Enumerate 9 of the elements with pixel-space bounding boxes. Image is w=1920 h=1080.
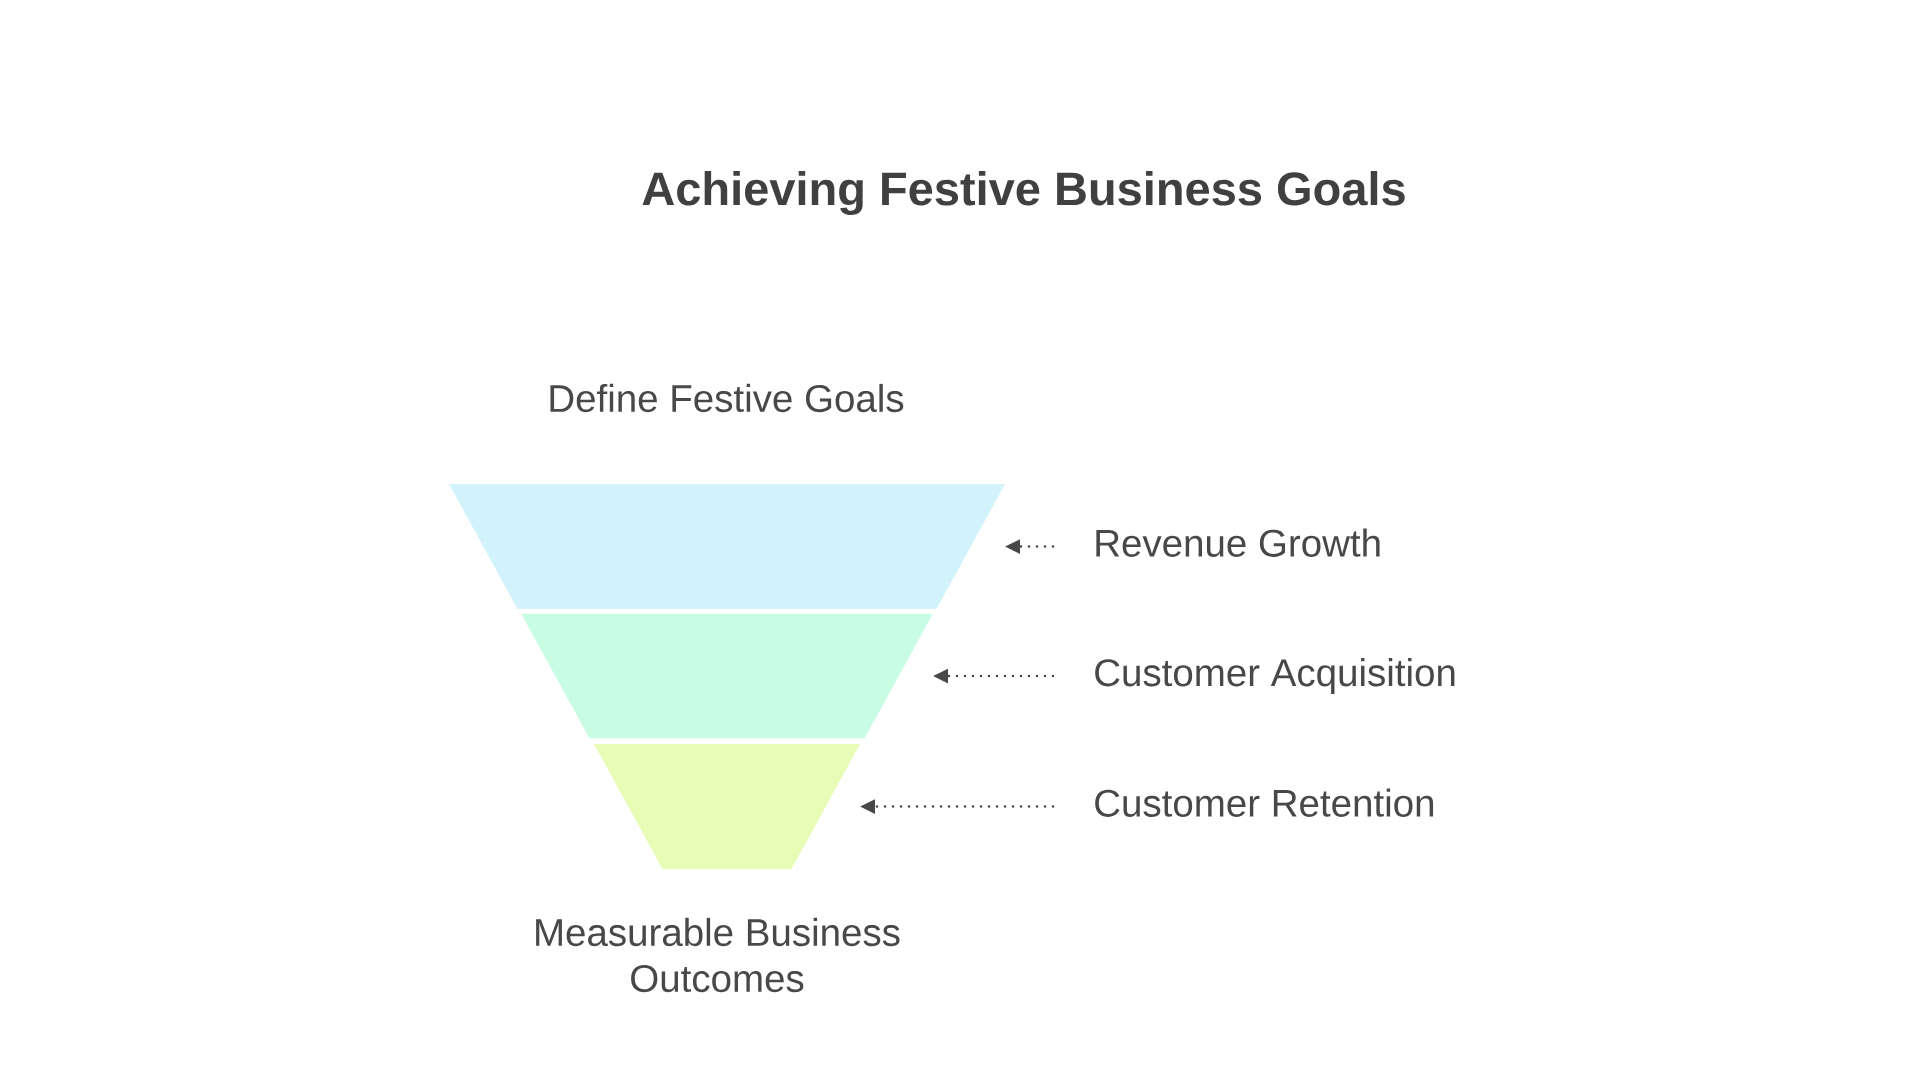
goal-label: Customer Retention [1095,788,1433,817]
funnel-band [521,613,933,739]
funnel-band [449,484,1005,609]
goal-label: Revenue Growth [1096,528,1380,557]
funnel-label: Measurable Business Outcomes [536,917,900,993]
goal-label: Customer Acquisition [1095,658,1455,694]
funnel-label: Define Festive Goals [550,383,904,413]
funnel-band [594,744,860,869]
title: Achieving Festive Business Goals [642,171,1405,215]
